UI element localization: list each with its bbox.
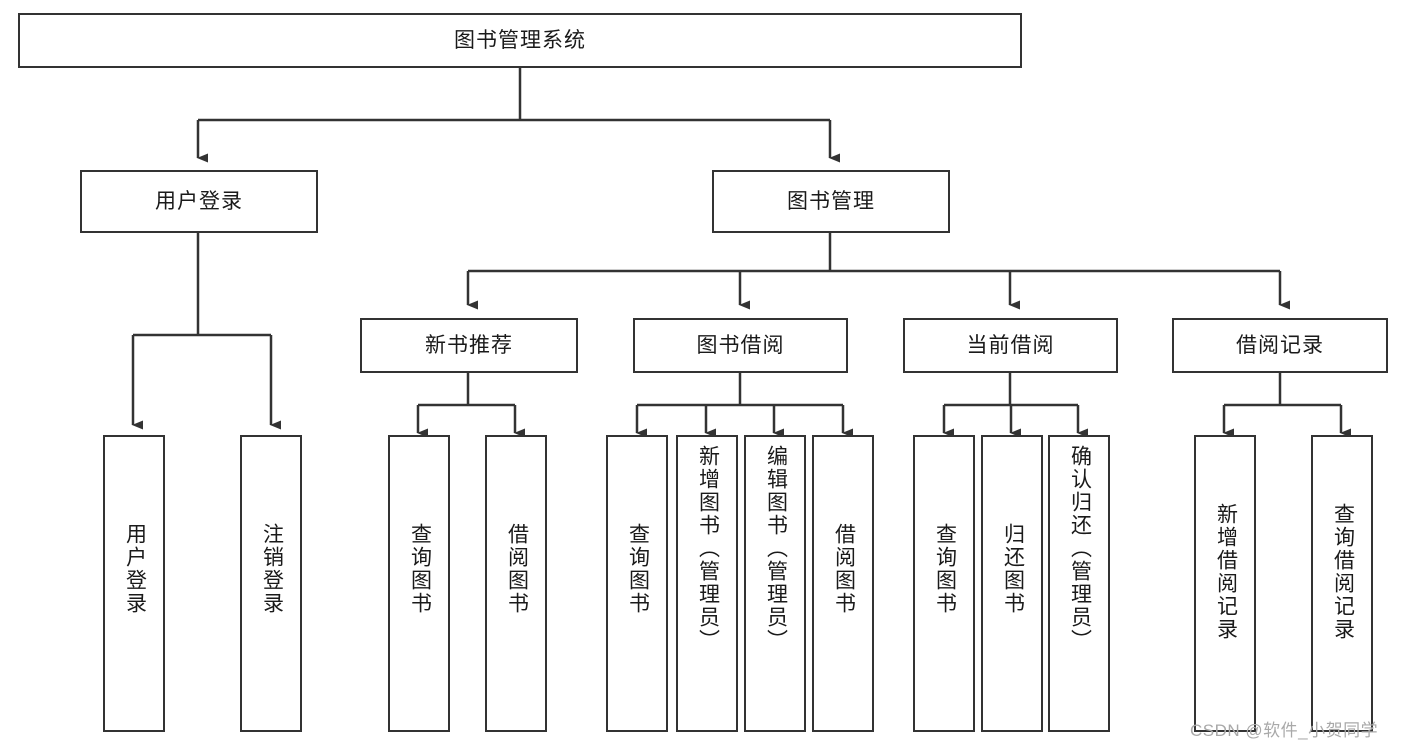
leaf-current-query-book[interactable]: 查询图书 <box>913 435 975 732</box>
node-label: 编辑图书（管理员） <box>764 445 788 652</box>
leaf-recommend-query-book[interactable]: 查询图书 <box>388 435 450 732</box>
leaf-current-confirm-return-admin[interactable]: 确认归还（管理员） <box>1048 435 1110 732</box>
node-label: 新增图书（管理员） <box>696 445 720 652</box>
node-label: 查询图书 <box>408 523 432 615</box>
csdn-watermark: CSDN @软件_小贺同学 <box>1190 721 1379 740</box>
node-label: 查询图书 <box>626 523 650 615</box>
node-label: 注销登录 <box>260 523 284 615</box>
node-label: 确认归还（管理员） <box>1068 445 1092 652</box>
node-label: 新增借阅记录 <box>1214 503 1238 641</box>
leaf-borrow-query-book[interactable]: 查询图书 <box>606 435 668 732</box>
leaf-borrow-add-book-admin[interactable]: 新增图书（管理员） <box>676 435 738 732</box>
node-label: 图书管理系统 <box>454 28 586 52</box>
leaf-user-login[interactable]: 用户登录 <box>103 435 165 732</box>
node-label: 借阅图书 <box>832 523 856 615</box>
leaf-record-add-borrow-record[interactable]: 新增借阅记录 <box>1194 435 1256 732</box>
node-label: 查询借阅记录 <box>1331 503 1355 641</box>
node-book-borrow[interactable]: 图书借阅 <box>633 318 848 373</box>
node-current-borrow[interactable]: 当前借阅 <box>903 318 1118 373</box>
leaf-borrow-edit-book-admin[interactable]: 编辑图书（管理员） <box>744 435 806 732</box>
leaf-current-return-book[interactable]: 归还图书 <box>981 435 1043 732</box>
node-label: 用户登录 <box>155 189 243 213</box>
node-label: 图书借阅 <box>696 333 785 357</box>
node-label: 新书推荐 <box>425 333 513 357</box>
node-book-management[interactable]: 图书管理 <box>712 170 950 233</box>
leaf-user-logout[interactable]: 注销登录 <box>240 435 302 732</box>
node-root-book-management-system[interactable]: 图书管理系统 <box>18 13 1022 68</box>
node-label: 用户登录 <box>123 523 147 615</box>
leaf-borrow-borrow-book[interactable]: 借阅图书 <box>812 435 874 732</box>
node-borrow-record[interactable]: 借阅记录 <box>1172 318 1388 373</box>
leaf-record-query-borrow-record[interactable]: 查询借阅记录 <box>1311 435 1373 732</box>
node-label: 借阅记录 <box>1236 333 1324 357</box>
leaf-recommend-borrow-book[interactable]: 借阅图书 <box>485 435 547 732</box>
node-label: 图书管理 <box>787 189 875 213</box>
node-label: 借阅图书 <box>505 523 529 615</box>
node-new-book-recommend[interactable]: 新书推荐 <box>360 318 578 373</box>
node-user-login[interactable]: 用户登录 <box>80 170 318 233</box>
node-label: 归还图书 <box>1001 523 1025 615</box>
node-label: 当前借阅 <box>966 333 1055 357</box>
node-label: 查询图书 <box>933 523 957 615</box>
